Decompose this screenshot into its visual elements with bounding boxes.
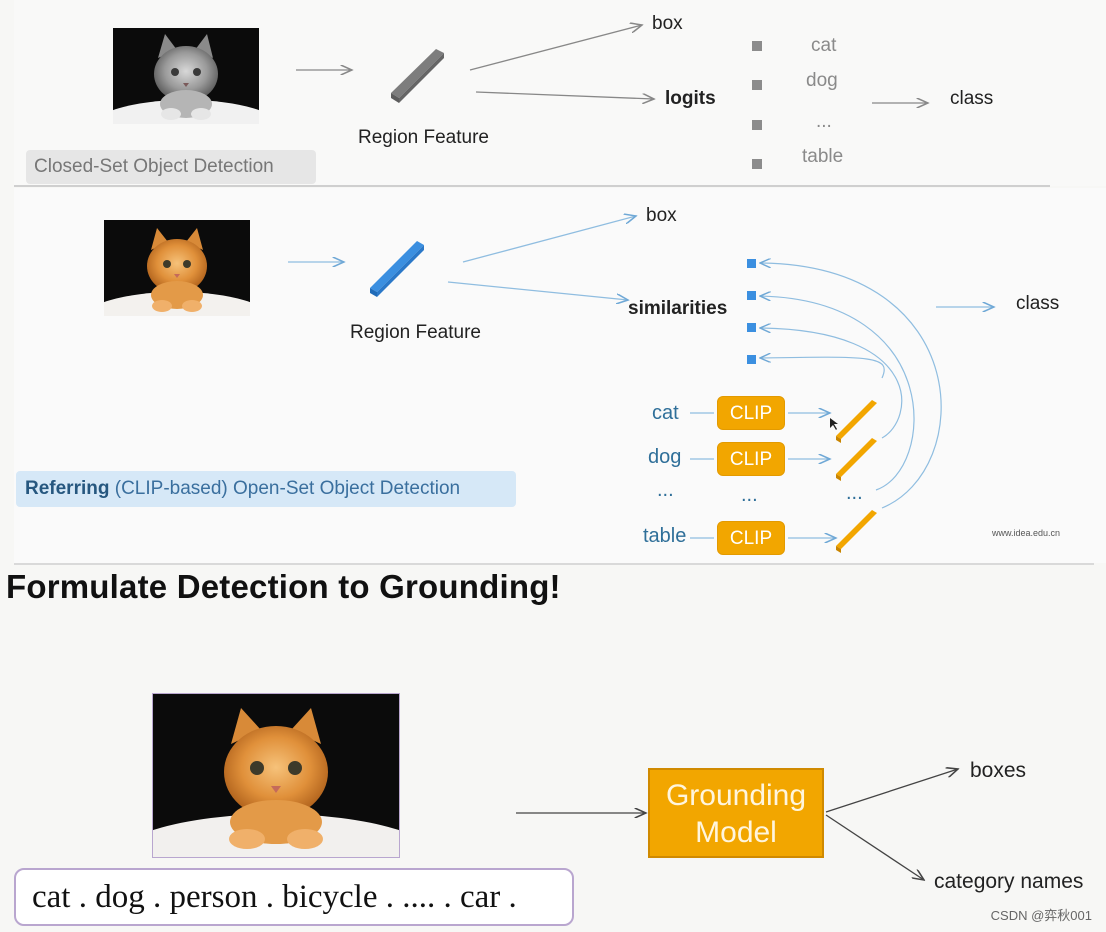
closed-output-class: class	[950, 88, 994, 109]
closed-class-dog: dog	[806, 70, 838, 91]
grounding-model-box: Grounding Model	[648, 768, 824, 858]
grounding-model-line1: Grounding	[665, 779, 807, 812]
orange-cat-image-large	[152, 693, 400, 858]
gray-cat-image	[113, 28, 259, 124]
text-prompt-box: cat . dog . person . bicycle . .... . ca…	[14, 868, 574, 926]
open-box-label: box	[646, 205, 677, 226]
closed-region-feature-label: Region Feature	[358, 127, 489, 148]
open-set-tag: Referring (CLIP-based) Open-Set Object D…	[16, 471, 516, 507]
word-table: table	[643, 525, 687, 547]
clip-ellipsis: ...	[741, 484, 758, 506]
clip-encoder-table: CLIP	[717, 521, 785, 555]
open-output-class: class	[1016, 293, 1060, 314]
open-set-arrows	[288, 186, 1106, 553]
closed-set-arrows	[296, 0, 1106, 169]
output-category-names: category names	[934, 870, 1084, 893]
watermark: www.idea.edu.cn	[992, 528, 1061, 538]
clip-encoder-cat: CLIP	[717, 396, 785, 430]
open-set-tag-rest: (CLIP-based) Open-Set Object Detection	[109, 478, 461, 499]
similarities-label: similarities	[628, 298, 728, 319]
word-cat: cat	[652, 402, 679, 424]
closed-class-ellipsis: ...	[816, 111, 832, 132]
section-heading: Formulate Detection to Grounding!	[6, 568, 561, 605]
gray-feature-bar	[391, 49, 444, 103]
closed-class-table: table	[802, 146, 844, 167]
clip-encoder-dog: CLIP	[717, 442, 785, 476]
output-boxes: boxes	[970, 759, 1027, 782]
grounding-arrows	[516, 740, 1106, 900]
blue-feature-bar	[370, 241, 424, 297]
text-feature-bars	[836, 400, 877, 553]
divider-top	[14, 185, 1050, 187]
closed-box-label: box	[652, 13, 683, 34]
word-dog: dog	[648, 446, 682, 468]
open-region-feature-label: Region Feature	[350, 322, 481, 343]
footer-credit: CSDN @弈秋001	[990, 908, 1092, 923]
grounding-model-line2: Model	[695, 816, 777, 849]
closed-class-cat: cat	[811, 35, 837, 56]
open-set-tag-bold: Referring	[25, 478, 110, 499]
closed-set-tag: Closed-Set Object Detection	[26, 150, 316, 184]
logits-label: logits	[665, 88, 716, 109]
divider-bottom	[14, 563, 1094, 565]
word-ellipsis: ...	[657, 479, 674, 501]
orange-cat-image-small	[104, 220, 250, 316]
feature-ellipsis: ...	[846, 482, 863, 504]
